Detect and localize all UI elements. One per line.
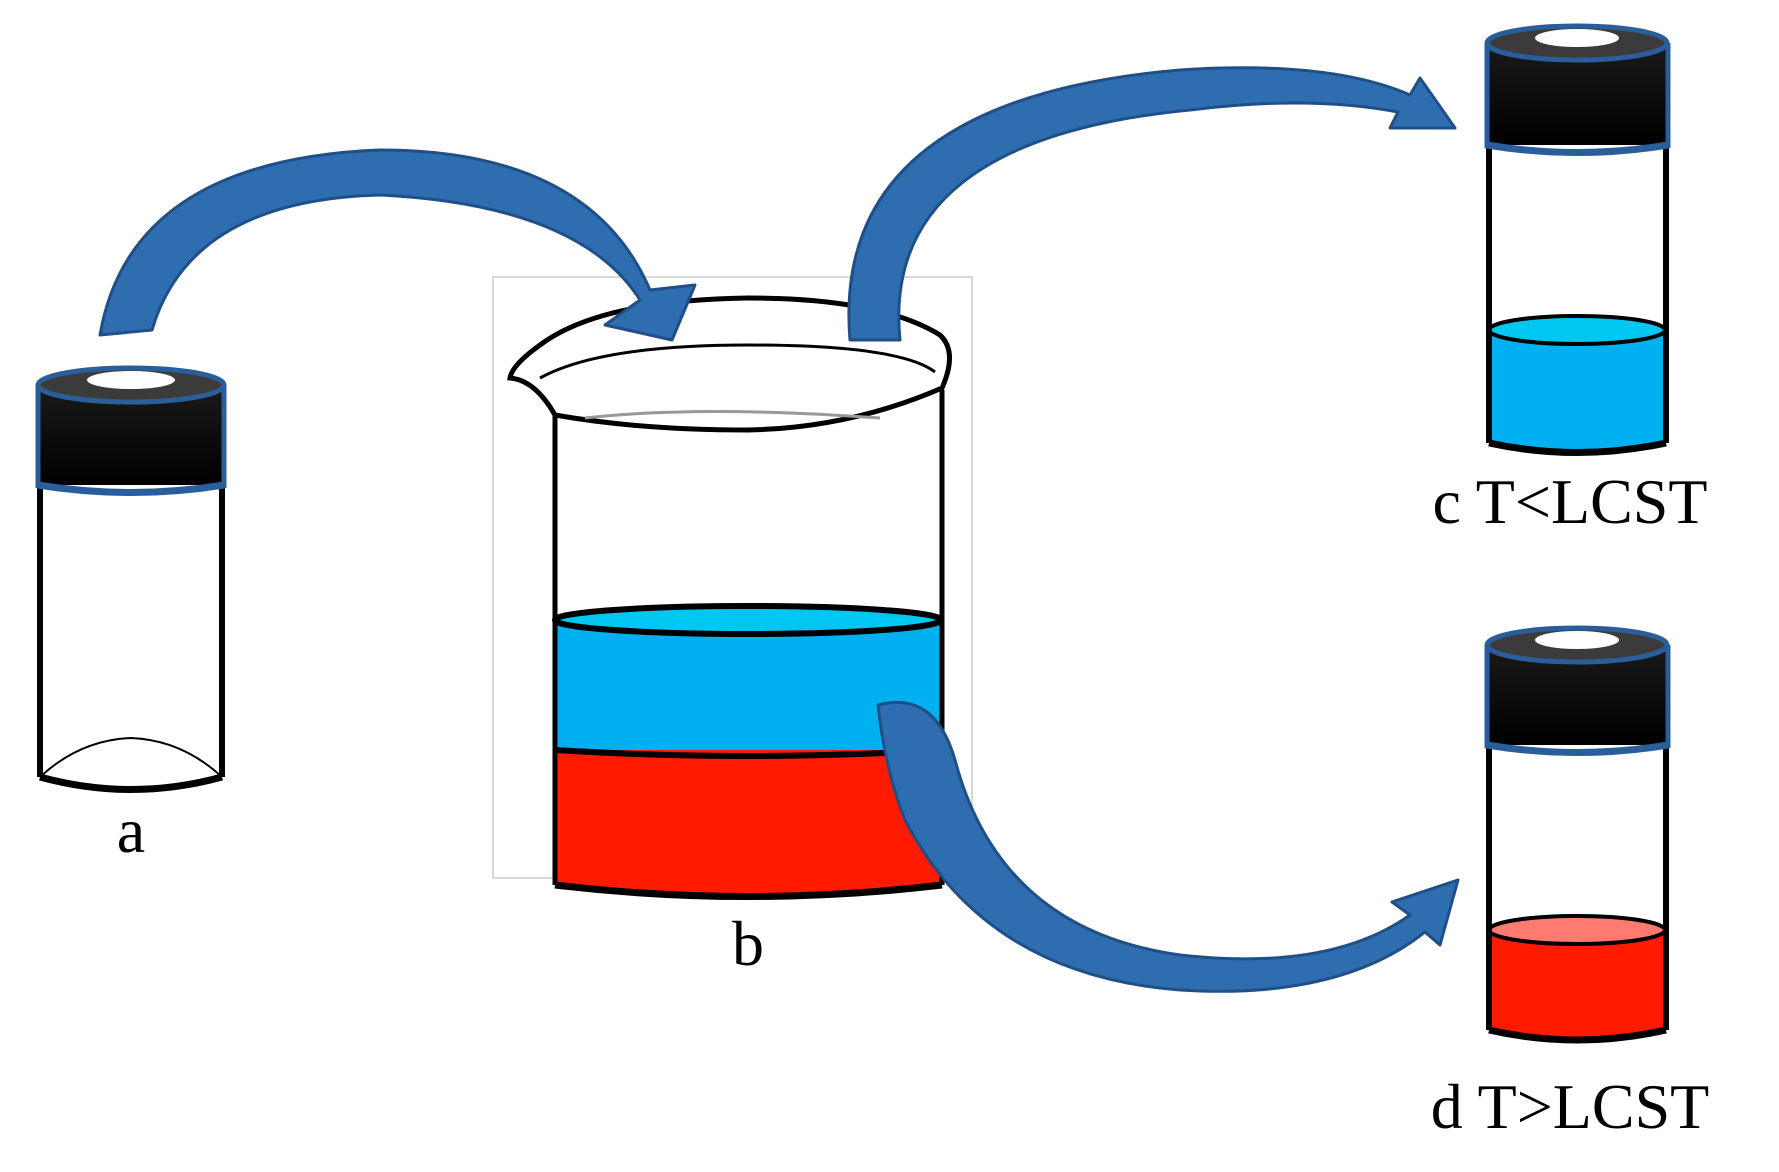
label-d: d T>LCST [1431,1071,1710,1142]
label-c: c T<LCST [1433,466,1708,537]
curved-arrow-icon [847,66,1457,342]
vial-c [1484,23,1671,456]
label-a: a [117,795,145,866]
curved-arrow-icon [876,700,1460,993]
beaker-b [492,276,973,900]
vial-a [35,365,227,793]
label-b: b [732,908,764,979]
vial-d [1484,625,1671,1044]
curved-arrow-icon [98,148,697,342]
